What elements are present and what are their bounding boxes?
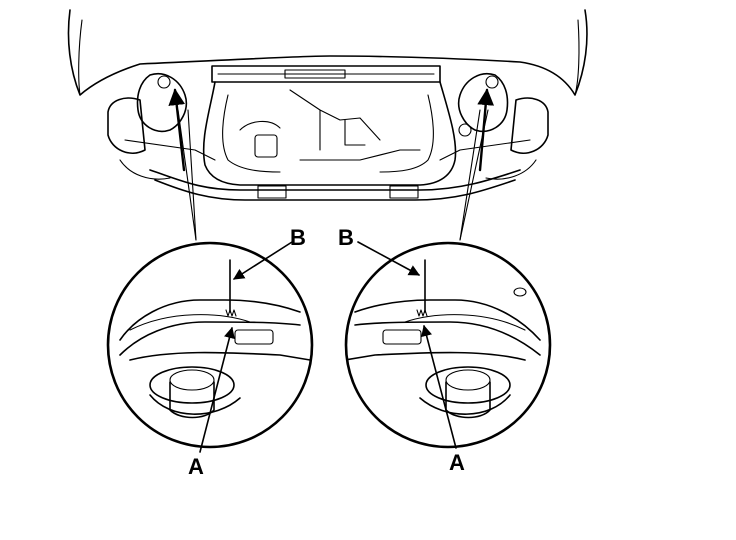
right-a-leader [421,324,457,449]
right-b-leader [357,241,420,276]
undercarriage-overview [67,9,588,201]
right-location-arrow [477,88,495,172]
location-arrows [168,88,495,172]
connector-lines [177,109,489,241]
label-right-a: A [449,450,465,475]
callout-leaders [199,241,457,453]
left-a-leader [199,326,235,453]
left-b-leader [233,241,293,280]
label-left-a: A [188,454,204,479]
right-detail-circle [344,241,552,449]
label-right-b: B [338,225,354,250]
left-detail-circle [106,241,314,449]
left-location-arrow [168,88,186,172]
label-left-b: B [290,225,306,250]
